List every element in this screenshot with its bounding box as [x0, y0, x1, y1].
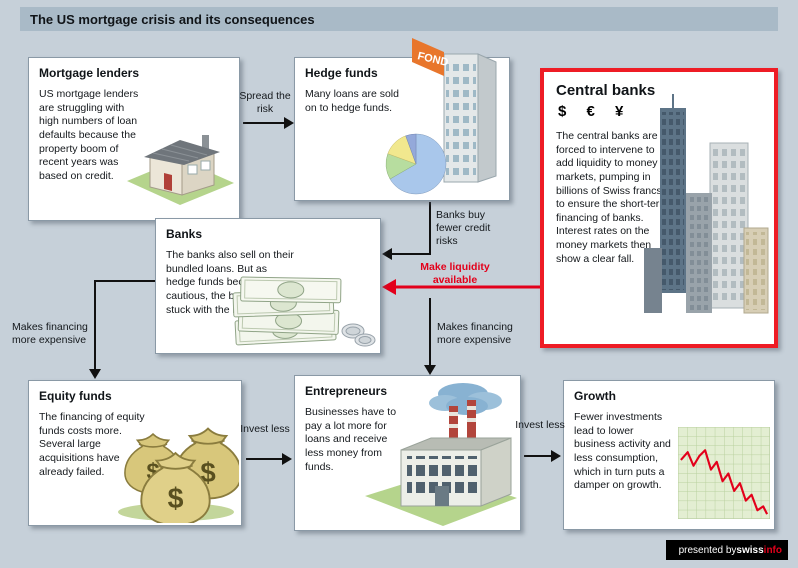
presented-by-text: presented by — [678, 544, 737, 556]
arrow-financing-right — [424, 298, 436, 375]
box-body: US mortgage lenders are struggling with … — [39, 88, 139, 182]
coins-illustration — [341, 323, 376, 347]
pie-chart-illustration — [385, 133, 447, 195]
swissinfo-brand: swiss — [736, 544, 764, 556]
box-entrepreneurs: Entrepreneurs Businesses have to pay a l… — [294, 375, 521, 531]
label-make-liquidity-available: Make liquidity available — [420, 261, 490, 287]
box-title: Entrepreneurs — [305, 384, 388, 398]
box-hedge-funds: Hedge funds Many loans are sold on to he… — [294, 38, 510, 201]
svg-text:$: $ — [168, 483, 184, 515]
label-financing-more-expensive-left: Makes financing more expensive — [12, 321, 88, 347]
box-central-banks: Central banks $ € ¥ The central banks ar… — [540, 68, 778, 348]
box-body: Businesses have to pay a lot more for lo… — [305, 406, 397, 473]
label-financing-more-expensive-right: Makes financing more expensive — [437, 321, 513, 347]
box-title: Equity funds — [39, 389, 112, 403]
box-body: The financing of equity funds costs more… — [39, 411, 145, 478]
box-mortgage-lenders: Mortgage lenders US mortgage lenders are… — [28, 57, 240, 221]
title-bar: The US mortgage crisis and its consequen… — [20, 7, 778, 31]
box-growth: Growth Fewer investments lead to lower b… — [563, 380, 775, 530]
box-title: Banks — [166, 227, 203, 241]
svg-text:$: $ — [200, 457, 215, 488]
box-title: Growth — [574, 389, 616, 403]
arrow-invest-less-1 — [246, 453, 292, 465]
box-body: Fewer investments lead to lower business… — [574, 411, 671, 492]
hedge-building-illustration: FOND — [385, 38, 497, 195]
arrow-banks-buy — [382, 202, 431, 260]
swissinfo-brand-suffix: info — [763, 544, 782, 556]
label-invest-less-2: Invest less — [515, 419, 565, 431]
page-title: The US mortgage crisis and its consequen… — [30, 11, 315, 27]
box-title: Mortgage lenders — [39, 66, 140, 80]
box-title: Hedge funds — [305, 66, 378, 80]
label-invest-less-1: Invest less — [240, 423, 290, 435]
footer-credit: presented by swiss info — [666, 540, 788, 560]
box-body: The banks also sell on their bundled loa… — [166, 249, 294, 316]
box-title: Central banks — [556, 82, 656, 99]
arrow-invest-less-2 — [524, 450, 561, 462]
label-spread-risk: Spread the risk — [239, 90, 291, 116]
box-equity-funds: Equity funds The financing of equity fun… — [28, 380, 242, 526]
box-banks: Banks The banks also sell on their bundl… — [155, 218, 381, 354]
currency-symbols: $ € ¥ — [558, 103, 624, 120]
box-body: Many loans are sold on to hedge funds. — [305, 88, 399, 114]
stock-chart-illustration — [678, 427, 770, 519]
box-body: The central banks are forced to interven… — [556, 130, 669, 265]
arrow-spread-risk — [243, 117, 294, 129]
label-banks-buy-fewer-risks: Banks buy fewer credit risks — [436, 209, 491, 248]
